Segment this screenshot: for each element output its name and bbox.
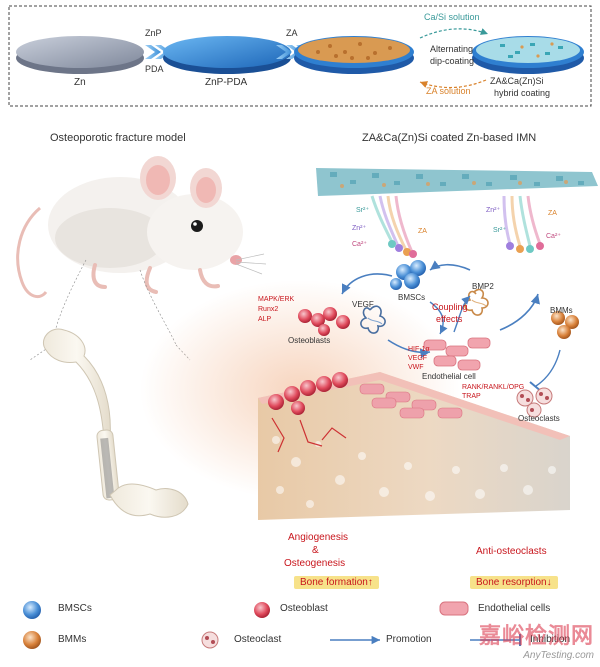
label-osteoclasts: Osteoclasts <box>518 414 560 423</box>
legend-bmms-icon <box>23 631 41 649</box>
label-bmms: BMMs <box>550 306 573 315</box>
marker-ec-1: VEGF <box>408 355 428 362</box>
marker-ec-2: VWF <box>408 364 424 371</box>
legend-osteoblast-icon <box>254 602 270 618</box>
marker-ob-2: ALP <box>258 316 272 323</box>
ion-left-ca: Ca²⁺ <box>352 241 367 248</box>
marker-ob-1: Runx2 <box>258 306 279 313</box>
outcome-bone-formation: Bone formation↑ <box>294 576 379 589</box>
outcome-osteogenesis: Osteogenesis <box>284 558 346 569</box>
ion-stream-left <box>370 195 417 258</box>
process-panel-border <box>8 5 592 107</box>
bmscs-cluster <box>390 260 426 290</box>
label-hybrid-line1: ZA&Ca(Zn)Si <box>490 76 544 86</box>
watermark-url: AnyTesting.com <box>523 650 594 661</box>
ion-right-sr: Sr²⁺ <box>493 227 507 234</box>
endothelial-cells <box>423 337 491 371</box>
watermark-cn: 嘉峪检测网 <box>478 623 594 648</box>
label-coupling: Coupling <box>432 302 468 312</box>
osteoclasts-cluster <box>516 387 553 418</box>
label-bmscs: BMSCs <box>398 293 426 302</box>
legend-endothelial-label: Endothelial cells <box>478 603 551 614</box>
marker-ec-0: HIF-1α <box>408 346 430 353</box>
label-bmp2: BMP2 <box>472 282 494 291</box>
outcome-bone-resorption: Bone resorption↓ <box>470 576 558 589</box>
hybrid-coated-disc <box>472 36 584 74</box>
legend-endothelial-icon <box>439 601 469 616</box>
label-dip-coating: dip-coating <box>430 56 475 66</box>
label-znp-pda: ZnP-PDA <box>205 77 248 88</box>
label-vegf: VEGF <box>352 300 374 309</box>
label-znp: ZnP <box>145 28 162 38</box>
inhibition-arrow <box>529 349 561 393</box>
za-coated-disc <box>294 36 414 74</box>
watermark: 嘉峪检测网 AnyTesting.com <box>479 618 594 661</box>
ion-right-za: ZA <box>548 210 557 217</box>
legend-bmms-label: BMMs <box>58 634 87 645</box>
legend-bmscs-icon <box>23 601 41 619</box>
legend-promotion-label: Promotion <box>386 634 432 645</box>
outcome-ampersand: & <box>312 545 319 556</box>
osteoblasts-cluster <box>298 307 350 336</box>
legend-osteoclast-label: Osteoclast <box>234 634 282 645</box>
zn-disc <box>16 36 144 74</box>
title-coated-imn: ZA&Ca(Zn)Si coated Zn-based IMN <box>362 132 537 144</box>
ion-right-zn: Zn²⁺ <box>486 207 501 214</box>
label-casi-solution: Ca/Si solution <box>424 12 480 22</box>
bmms-cluster <box>551 311 579 339</box>
label-effects: effects <box>436 314 463 324</box>
label-hybrid-line2: hybrid coating <box>494 88 551 98</box>
mouse-illustration <box>16 156 267 299</box>
coupling-arrows <box>429 295 471 335</box>
marker-oc-0: RANK/RANKL/OPG <box>462 384 525 391</box>
label-za: ZA <box>286 28 298 38</box>
label-pda: PDA <box>145 64 164 74</box>
bmp2-protein <box>464 288 489 316</box>
bone-scaffold <box>258 372 570 520</box>
outcome-anti-osteoclasts: Anti-osteoclasts <box>476 546 547 557</box>
label-alternating: Alternating <box>430 44 474 54</box>
ion-right-ca: Ca²⁺ <box>546 233 561 240</box>
implant-nail <box>316 168 598 196</box>
legend-inhibition-label: Inhibition <box>530 634 571 645</box>
outcome-angiogenesis: Angiogenesis <box>288 532 349 543</box>
znp-pda-disc <box>163 36 291 74</box>
ion-stream-right <box>502 195 544 253</box>
ion-left-zn: Zn²⁺ <box>352 225 367 232</box>
marker-ob-0: MAPK/ERK <box>258 296 295 303</box>
label-osteoblasts: Osteoblasts <box>288 336 331 345</box>
ion-left-za: ZA <box>418 228 427 235</box>
label-endothelial-cell: Endothelial cell <box>422 372 476 381</box>
vegf-protein <box>360 305 386 334</box>
dip-coating-cycle <box>419 28 489 89</box>
promotion-arrows <box>341 260 540 358</box>
ion-left-sr: Sr²⁺ <box>356 207 370 214</box>
legend-osteoclast-icon <box>201 631 219 649</box>
title-osteoporotic-model: Osteoporotic fracture model <box>50 132 186 144</box>
legend-bmscs-label: BMSCs <box>58 603 92 614</box>
legend-inhibition-symbol <box>470 634 521 646</box>
marker-oc-1: TRAP <box>462 393 481 400</box>
label-zn: Zn <box>74 77 86 88</box>
label-za-solution: ZA solution <box>426 86 471 96</box>
legend-osteoblast-label: Osteoblast <box>280 603 328 614</box>
